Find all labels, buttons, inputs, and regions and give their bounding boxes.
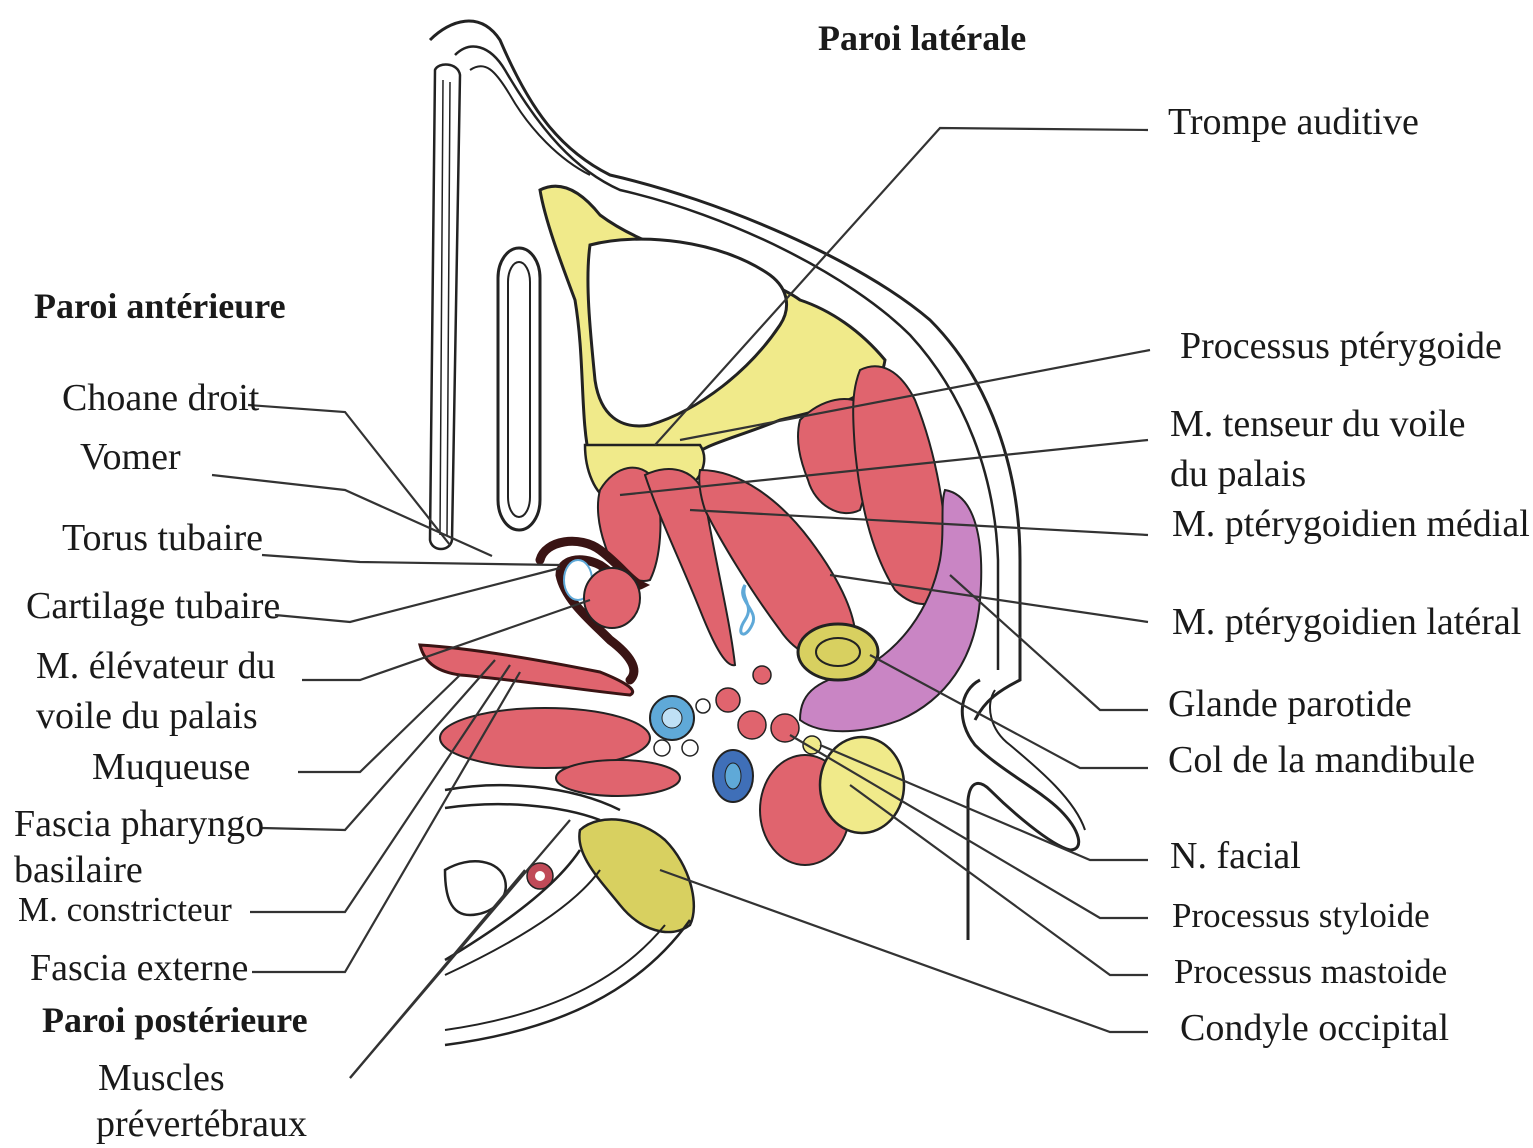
small-vessel-1 (753, 666, 771, 684)
leader-constricteur (250, 665, 510, 912)
label-fascia-pb-1: Fascia pharyngo (14, 800, 264, 848)
carotid-artery-lumen (662, 708, 682, 728)
label-choane: Choane droit (62, 374, 259, 422)
label-parotide: Glande parotide (1168, 680, 1412, 728)
leader-cartilage (275, 568, 560, 622)
label-cartilage: Cartilage tubaire (26, 582, 280, 630)
label-elevateur-1: M. élévateur du (36, 642, 276, 690)
label-torus: Torus tubaire (62, 514, 263, 562)
label-mastoide: Processus mastoide (1174, 948, 1447, 996)
heading-posterior-wall: Paroi postérieure (42, 996, 308, 1044)
heading-anterior-wall: Paroi antérieure (34, 282, 286, 330)
leader-condyle (660, 870, 1148, 1032)
label-trompe: Trompe auditive (1168, 98, 1419, 146)
jugular-vein-lumen (725, 763, 741, 789)
external-contour-inner (990, 690, 1085, 830)
constrictor-muscle (440, 708, 650, 768)
small-vessel-2 (716, 688, 740, 712)
label-pter-lateral: M. ptérygoidien latéral (1172, 598, 1521, 646)
nerve-3 (696, 699, 710, 713)
label-muscles-2: prévertébraux (96, 1100, 307, 1148)
leader-pter-lateral (830, 575, 1148, 622)
label-fascia-externe: Fascia externe (30, 944, 248, 992)
choane-oval-inner (508, 262, 530, 517)
septum-loop (430, 65, 460, 549)
label-pter-medial: M. ptérygoidien médial (1172, 500, 1530, 548)
label-tenseur-2: du palais (1170, 450, 1306, 498)
leader-muscles-b (350, 870, 525, 1078)
septum-loop-inner (440, 80, 450, 535)
label-vomer: Vomer (80, 433, 181, 481)
label-muscles-1: Muscles (98, 1054, 225, 1102)
external-contour (962, 680, 1078, 940)
label-col: Col de la mandibule (1168, 736, 1475, 784)
label-condyle: Condyle occipital (1180, 1004, 1449, 1052)
mucosa-fold (420, 645, 633, 695)
nerve-1 (654, 740, 670, 756)
label-pterygoide: Processus ptérygoide (1180, 322, 1502, 370)
vertebral-artery-lumen (535, 871, 545, 881)
mandible-neck (798, 624, 878, 680)
nerve-loop (741, 585, 754, 634)
label-constricteur: M. constricteur (18, 886, 232, 934)
leader-muqueuse (298, 675, 460, 772)
small-vessel-3 (738, 711, 766, 739)
heading-lateral-wall: Paroi latérale (818, 14, 1026, 62)
pterygoid-muscle-lateral (853, 366, 946, 604)
elevator-muscle (584, 568, 640, 628)
label-elevateur-2: voile du palais (36, 692, 258, 740)
label-tenseur-1: M. tenseur du voile (1170, 400, 1466, 448)
nerve-2 (682, 740, 698, 756)
leader-torus (262, 555, 560, 565)
label-facial: N. facial (1170, 832, 1301, 880)
label-styloide: Processus styloide (1172, 892, 1430, 940)
label-muqueuse: Muqueuse (92, 743, 250, 791)
choane-oval (498, 248, 540, 530)
posterior-curve-2 (445, 804, 600, 820)
prevertebral-muscle (556, 760, 680, 796)
